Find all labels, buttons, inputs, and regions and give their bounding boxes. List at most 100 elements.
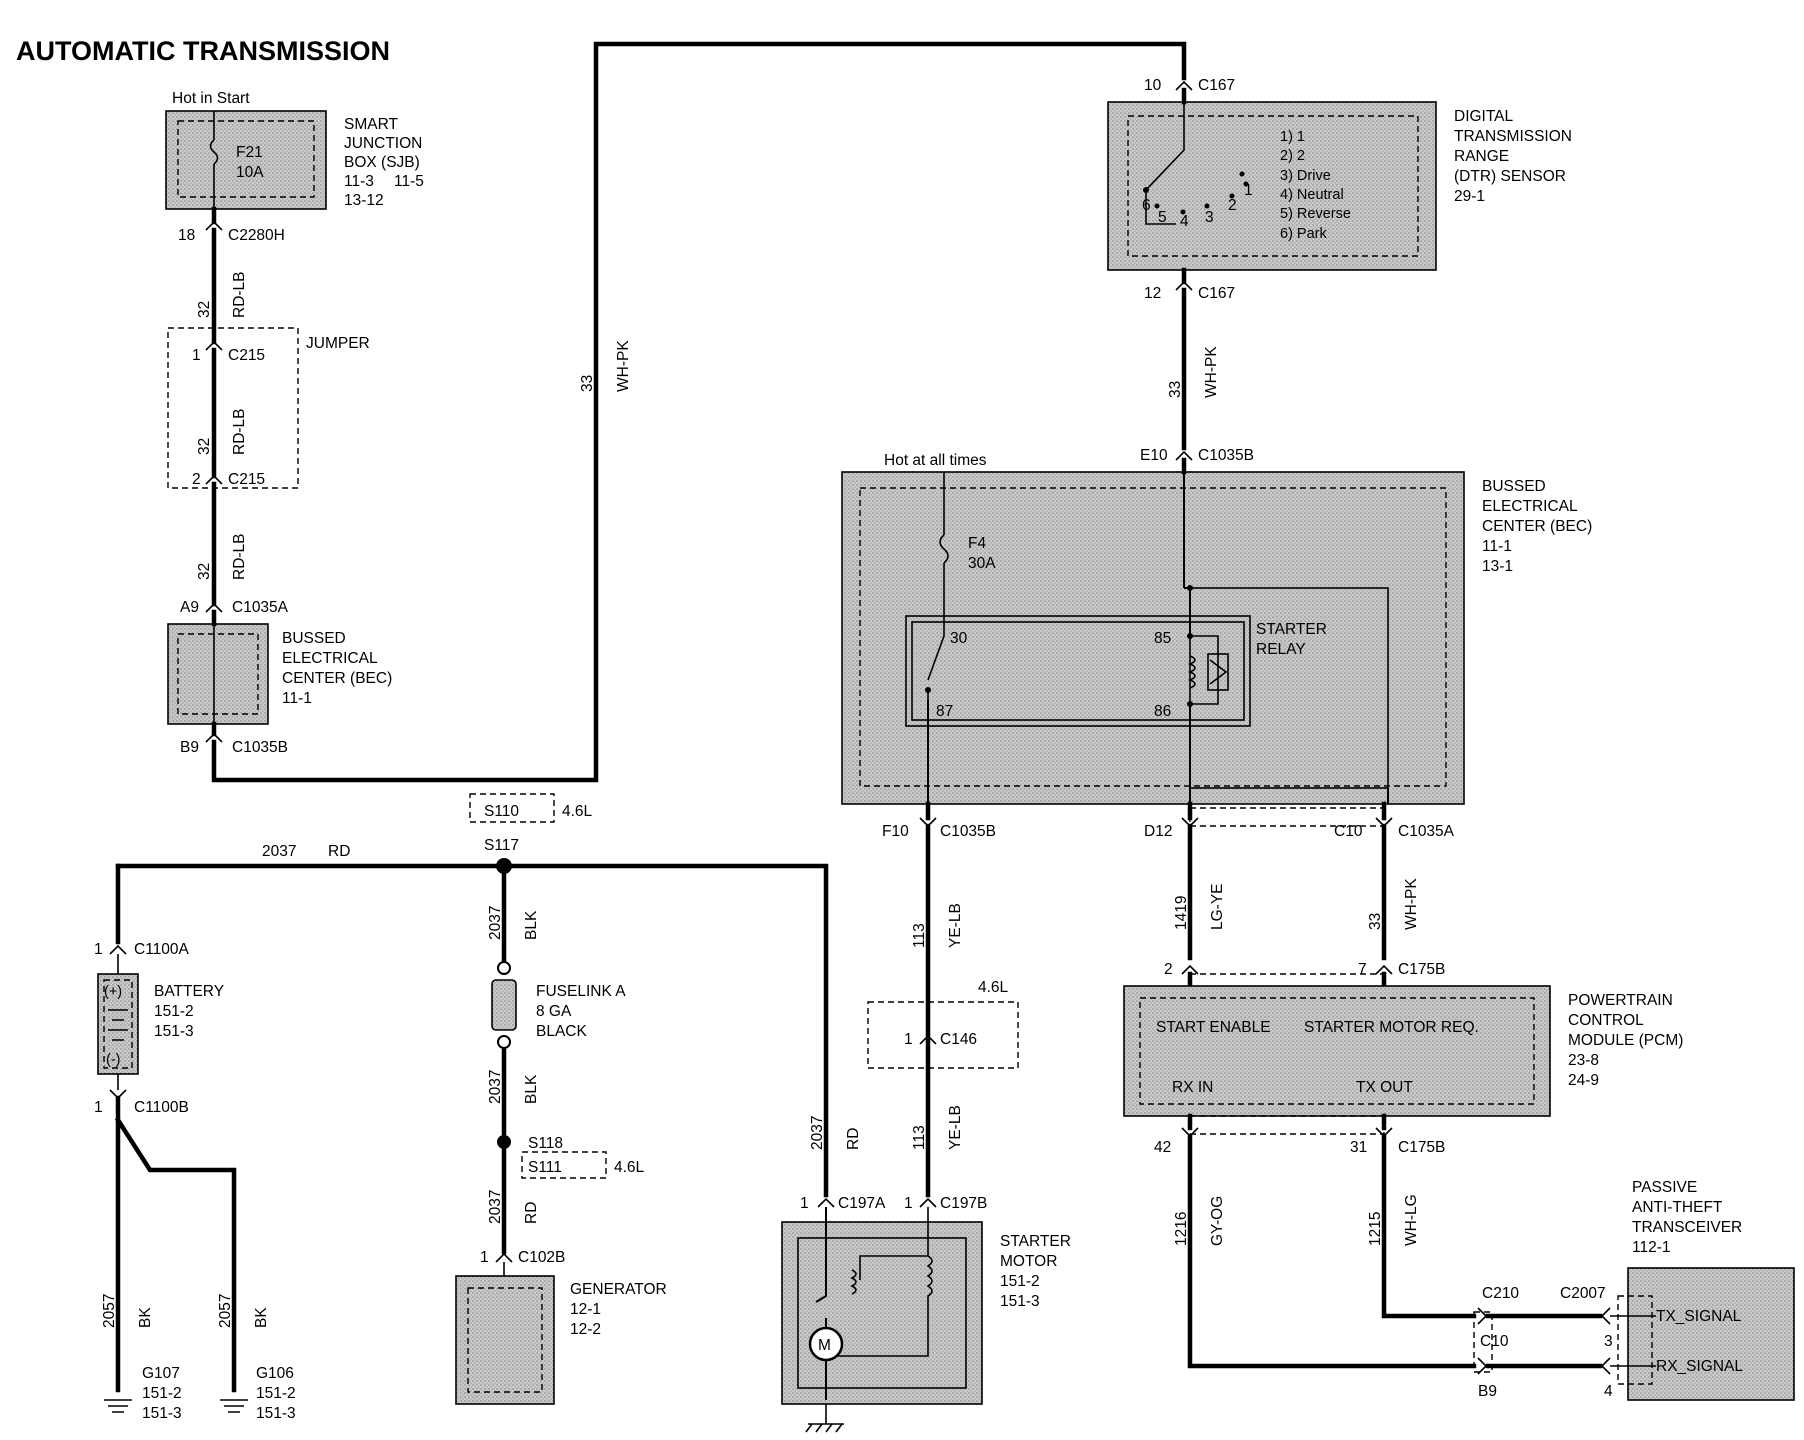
svg-text:7: 7 [1358,961,1367,978]
svg-text:42: 42 [1154,1139,1171,1156]
wire-number: 2037 [487,1190,504,1224]
svg-text:1: 1 [94,1099,103,1116]
svg-text:13-1: 13-1 [1482,558,1513,575]
dtr-sensor: 10 C167 5 4 3 2 1 6 1) 1 2) 2 3) Drive 4… [1107,77,1572,302]
svg-text:JUMPER: JUMPER [306,335,370,352]
svg-text:1: 1 [480,1249,489,1266]
svg-text:TRANSCEIVER: TRANSCEIVER [1632,1219,1742,1236]
wire-color: WH-PK [1403,878,1420,930]
connector-c146: 4.6L 1 C146 [867,979,1019,1069]
svg-text:12: 12 [1144,285,1161,302]
svg-text:C10: C10 [1480,1333,1509,1350]
svg-text:C167: C167 [1198,285,1235,302]
svg-text:11-1: 11-1 [282,690,312,707]
svg-text:30: 30 [950,630,968,647]
svg-text:BLACK: BLACK [536,1023,587,1040]
bussed-electrical-center-small: A9 C1035A BUSSED ELECTRICAL CENTER (BEC)… [167,599,392,756]
svg-text:RX IN: RX IN [1172,1079,1213,1096]
svg-text:C210: C210 [1482,1285,1519,1302]
wire-number: 2037 [487,906,504,940]
svg-text:E10: E10 [1140,447,1168,464]
wire-number: 1215 [1367,1212,1384,1246]
svg-text:GENERATOR: GENERATOR [570,1281,667,1298]
svg-text:PASSIVE: PASSIVE [1632,1179,1697,1196]
svg-text:87: 87 [936,703,953,720]
svg-text:MODULE (PCM): MODULE (PCM) [1568,1032,1683,1049]
svg-text:1: 1 [192,347,201,364]
svg-text:C1035B: C1035B [1198,447,1254,464]
chassis-ground-icon [805,1404,844,1433]
svg-text:86: 86 [1154,703,1171,720]
svg-text:13-12: 13-12 [344,192,384,209]
svg-text:C146: C146 [940,1031,977,1048]
fuse-icon [939,534,949,564]
svg-text:1: 1 [94,941,103,958]
svg-text:151-3: 151-3 [1000,1293,1040,1310]
wire-color: BLK [523,1074,540,1104]
svg-text:S111: S111 [528,1159,562,1176]
svg-text:2: 2 [1164,961,1173,978]
svg-text:M: M [818,1337,831,1354]
svg-text:11-5: 11-5 [394,173,424,190]
wire-number: 1216 [1173,1212,1190,1246]
svg-text:TX_SIGNAL: TX_SIGNAL [1656,1308,1742,1325]
svg-text:B9: B9 [1478,1383,1497,1400]
svg-text:151-2: 151-2 [1000,1273,1040,1290]
wire-number: 113 [911,1125,928,1150]
wire-color: WH-PK [1203,346,1220,398]
svg-text:151-3: 151-3 [154,1023,194,1040]
wire-number: 33 [1167,381,1184,398]
svg-text:C10: C10 [1334,823,1363,840]
svg-text:4.6L: 4.6L [562,803,593,820]
svg-text:8 GA: 8 GA [536,1003,572,1020]
svg-text:DIGITAL: DIGITAL [1454,108,1514,125]
svg-text:2) 2: 2) 2 [1280,148,1305,164]
svg-text:STARTER: STARTER [1256,621,1327,638]
wire-color: GY-OG [1209,1196,1226,1246]
svg-text:C215: C215 [228,471,265,488]
ground-icon [104,1399,132,1413]
svg-text:D12: D12 [1144,823,1172,840]
wire-color: YE-LB [947,903,964,948]
svg-text:4.6L: 4.6L [978,979,1009,996]
svg-text:S110: S110 [484,803,519,820]
ground-g107: 2057 BK G107 151-2 151-3 [101,1294,182,1422]
fuselink-a: FUSELINK A 8 GA BLACK [491,961,626,1049]
svg-text:4: 4 [1180,213,1189,230]
svg-text:151-2: 151-2 [142,1385,182,1402]
starter-coil-icon [826,1207,933,1357]
svg-text:BUSSED: BUSSED [1482,478,1546,495]
svg-text:112-1: 112-1 [1632,1239,1671,1256]
wire-number: 2037 [487,1070,504,1104]
svg-text:2: 2 [1228,197,1237,214]
svg-text:RANGE: RANGE [1454,148,1509,165]
svg-text:C215: C215 [228,347,265,364]
wire-number: 32 [196,438,213,455]
splice-s110: S110 4.6L [469,793,593,823]
svg-text:3) Drive: 3) Drive [1280,168,1331,184]
svg-text:F21: F21 [236,144,263,161]
wire-color: RD [845,1128,862,1150]
svg-text:C1100B: C1100B [134,1099,189,1116]
battery: 1 C1100A (+) (-) BATTERY 151-2 151-3 1 C… [94,941,224,1116]
jumper: 1 C215 2 C215 JUMPER 32 RD-LB [167,327,370,489]
page-title: AUTOMATIC TRANSMISSION [16,36,390,66]
svg-text:6) Park: 6) Park [1280,226,1327,242]
svg-text:23-8: 23-8 [1568,1052,1599,1069]
svg-text:C1035A: C1035A [1398,823,1455,840]
svg-text:4.6L: 4.6L [614,1159,645,1176]
svg-text:3: 3 [1604,1333,1613,1350]
svg-text:RX_SIGNAL: RX_SIGNAL [1656,1358,1743,1375]
passive-anti-theft-transceiver: PASSIVE ANTI-THEFT TRANSCEIVER 112-1 C20… [1560,1179,1795,1401]
fuse-icon [209,139,219,165]
svg-text:CONTROL: CONTROL [1568,1012,1644,1029]
generator: 1 C102B GENERATOR 12-1 12-2 [455,1249,667,1405]
wire-color: WH-LG [1403,1194,1420,1246]
wire-number: 2037 [262,843,296,860]
svg-text:C1035A: C1035A [232,599,289,616]
wire-color: RD-LB [231,533,248,580]
solenoid-icon [850,1269,857,1295]
svg-text:B9: B9 [180,739,199,756]
svg-text:FUSELINK A: FUSELINK A [536,983,626,1000]
